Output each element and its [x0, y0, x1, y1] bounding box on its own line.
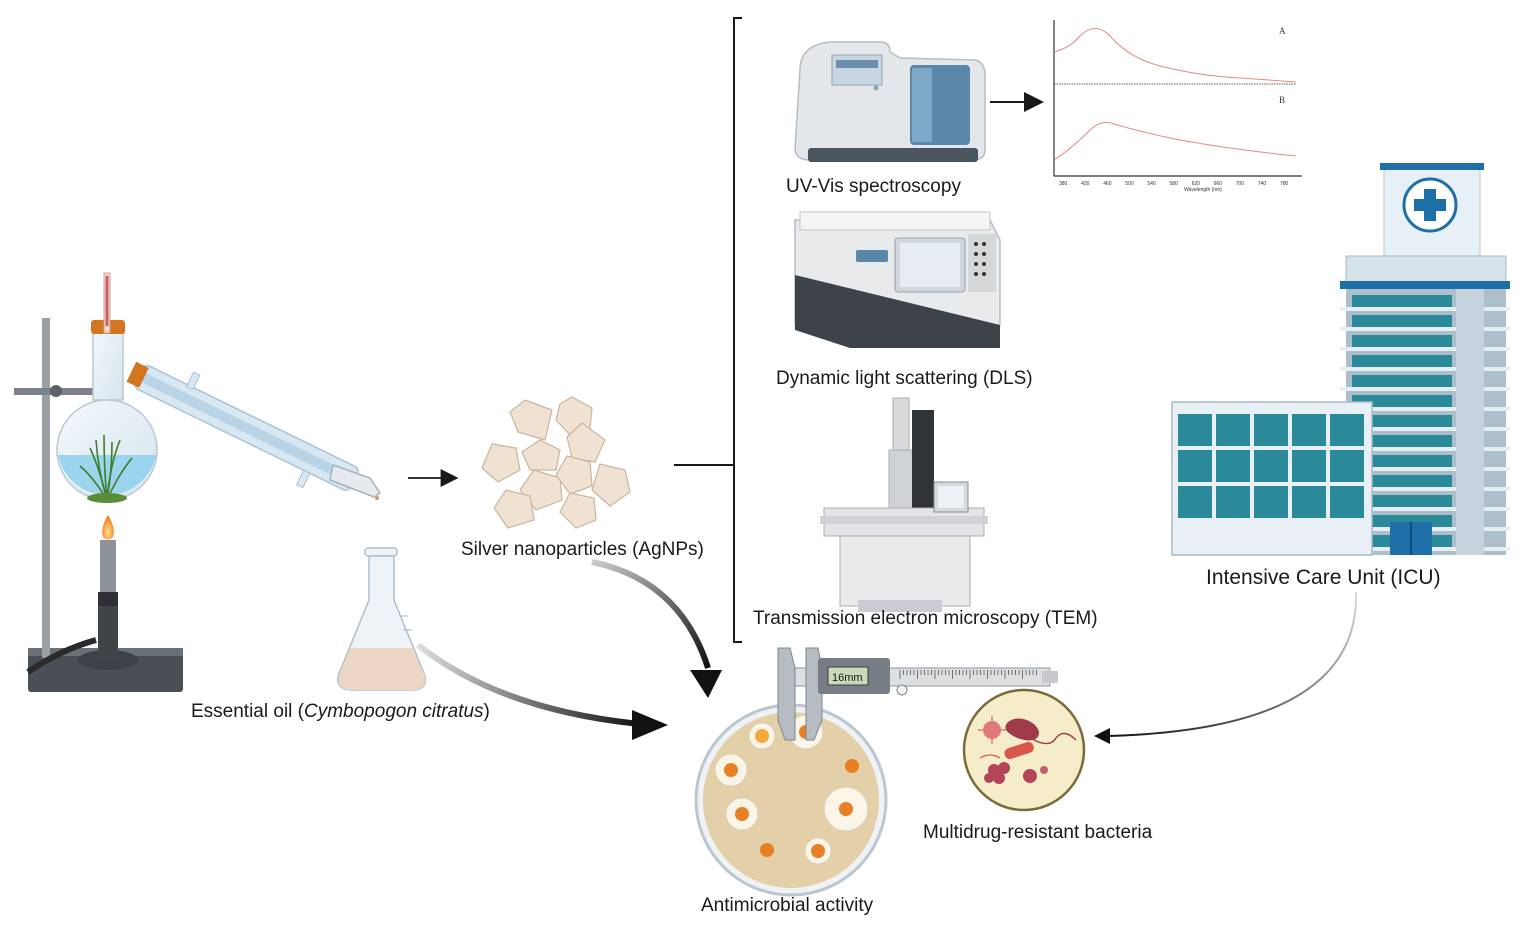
- bacteria-illustration: [962, 688, 1086, 812]
- front-window: [1254, 414, 1288, 446]
- spectrum-tick-label: 540: [1147, 181, 1156, 187]
- stand-base: [28, 648, 183, 692]
- front-window: [1178, 414, 1212, 446]
- spectrum-curve-b: [1053, 121, 1297, 161]
- front-window: [1178, 450, 1212, 482]
- tower-window: [1352, 375, 1452, 387]
- tower-window: [1352, 495, 1452, 507]
- caliper-reading: 16mm: [832, 672, 863, 684]
- spectrum-tick-label: 500: [1125, 181, 1134, 187]
- coccus-cluster-icon: [984, 762, 1010, 784]
- tem-microscope: [820, 397, 988, 612]
- round-bacterium-icon: [1023, 769, 1037, 783]
- hospital-building: [1171, 163, 1510, 556]
- silver-nanoparticles-cluster: [481, 396, 631, 529]
- front-windows: [1178, 414, 1364, 518]
- antibiotic-disc: [735, 807, 749, 821]
- antimicrobial-label: Antimicrobial activity: [701, 895, 874, 916]
- front-window: [1254, 450, 1288, 482]
- front-window: [1216, 486, 1250, 518]
- tower-window: [1352, 295, 1452, 307]
- arrow-oil-to-antimicrobial: [416, 642, 641, 727]
- erlenmeyer-flask: [337, 547, 427, 691]
- antibiotic-disc: [755, 729, 769, 743]
- antibiotic-disc: [839, 802, 853, 816]
- silver-nanoparticles-label: Silver nanoparticles (AgNPs): [461, 539, 704, 560]
- antibiotic-disc: [724, 763, 738, 777]
- distillation-apparatus: [14, 272, 382, 692]
- front-window: [1254, 486, 1288, 518]
- front-window: [1178, 486, 1212, 518]
- virus-icon: [978, 716, 1006, 744]
- front-window: [1292, 450, 1326, 482]
- dls-label: Dynamic light scattering (DLS): [776, 368, 1033, 389]
- front-window: [1330, 414, 1364, 446]
- front-window: [1330, 486, 1364, 518]
- spectrum-tick-label: 380: [1059, 181, 1068, 187]
- tower-window: [1352, 315, 1452, 327]
- antibiotic-disc: [845, 759, 859, 773]
- spectrum-tick-label: 580: [1169, 181, 1178, 187]
- caliper-display: [827, 666, 869, 686]
- tower-window: [1352, 355, 1452, 367]
- spectrum-tick-label: 740: [1258, 181, 1267, 187]
- uv-vis-spectrum-plot: A B 380 420 460 500 540 580 620 660 700 740 780 Wa…: [1053, 20, 1302, 193]
- spectrum-tick-label: 620: [1192, 181, 1201, 187]
- spectrum-tick-label: 420: [1081, 181, 1090, 187]
- characterization-bracket: [733, 17, 742, 643]
- dls-instrument: [794, 211, 1001, 348]
- flame-icon: [102, 515, 114, 540]
- tower-window: [1352, 415, 1452, 427]
- front-window: [1292, 486, 1326, 518]
- tower-window: [1352, 455, 1452, 467]
- bacillus-icon: [1004, 741, 1034, 760]
- spectrum-curve-a: [1053, 28, 1297, 83]
- stand-rod: [42, 318, 50, 658]
- icu-label: Intensive Care Unit (ICU): [1206, 566, 1441, 589]
- front-window: [1216, 414, 1250, 446]
- uv-vis-label: UV-Vis spectroscopy: [786, 176, 961, 197]
- front-window: [1292, 414, 1326, 446]
- essential-oil-label: Essential oil (Cymbopogon citratus): [191, 701, 490, 722]
- front-window: [1216, 450, 1250, 482]
- condenser: [126, 361, 359, 491]
- tower-window: [1352, 435, 1452, 447]
- bunsen-burner: [78, 515, 138, 670]
- front-window: [1330, 450, 1364, 482]
- tower-window: [1352, 395, 1452, 407]
- tower-window: [1352, 475, 1452, 487]
- spectrum-x-ticks: 380 420 460 500 540 580 620 660 700 740 780: [1059, 181, 1289, 187]
- tem-label: Transmission electron microscopy (TEM): [753, 608, 1098, 629]
- spectrum-tick-label: 460: [1103, 181, 1112, 187]
- arrow-agnps-to-antimicrobial: [591, 559, 711, 669]
- antibiotic-disc: [811, 844, 825, 858]
- round-bottom-flask: [56, 272, 158, 503]
- mdr-bacteria-label: Multidrug-resistant bacteria: [923, 822, 1153, 843]
- arrow-icu-to-bacteria: [1105, 591, 1358, 737]
- curve-label-b: B: [1279, 95, 1285, 105]
- spectrum-tick-label: 780: [1280, 181, 1289, 187]
- spectrum-tick-label: 700: [1236, 181, 1245, 187]
- tower-window: [1352, 335, 1452, 347]
- spectrum-tick-label: 660: [1214, 181, 1223, 187]
- antibiotic-disc: [760, 843, 774, 857]
- vernier-caliper: 16mm: [777, 647, 1058, 741]
- rod-bacterium-icon: [1005, 718, 1039, 741]
- uv-vis-spectrophotometer: [794, 41, 986, 162]
- curve-label-a: A: [1279, 26, 1286, 36]
- spectrum-x-label: Wavelength (nm): [1184, 187, 1222, 193]
- petri-dish: [694, 703, 888, 897]
